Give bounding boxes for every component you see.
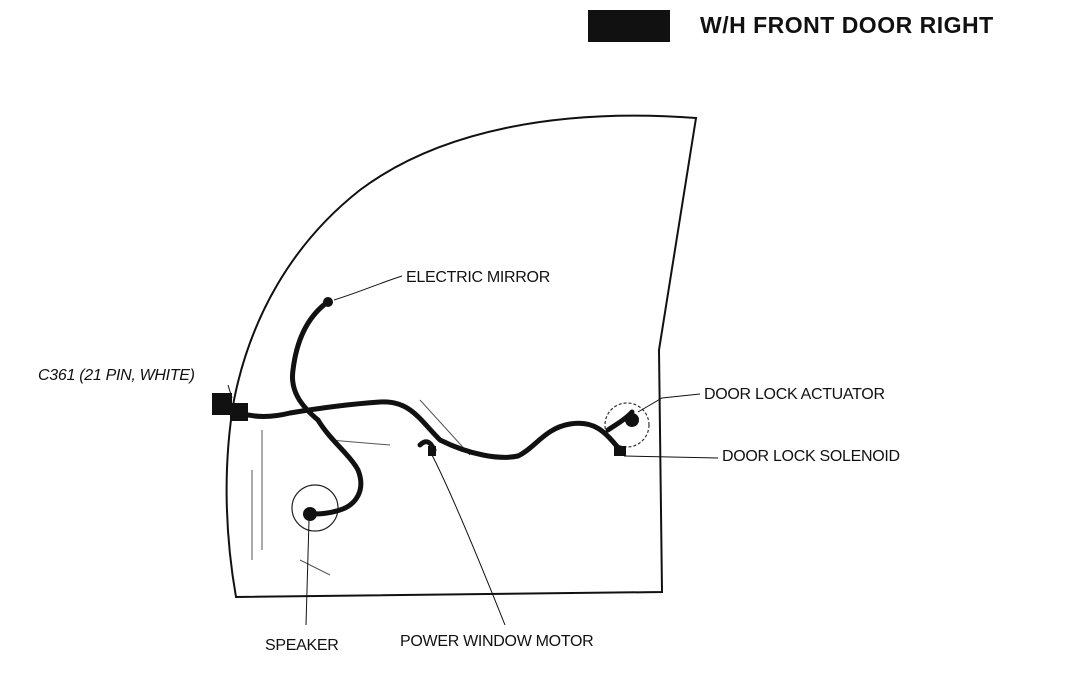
door-lock-solenoid-node — [614, 446, 626, 456]
door-panel-outline — [225, 114, 698, 599]
electric-mirror-node — [323, 297, 333, 307]
label-power-window-motor: POWER WINDOW MOTOR — [400, 633, 593, 650]
leader-connector — [227, 384, 233, 399]
power-window-motor-node — [428, 446, 436, 456]
wire-harness — [229, 301, 635, 517]
label-door-lock-solenoid: DOOR LOCK SOLENOID — [722, 448, 900, 465]
leader-door-lock-solenoid — [623, 455, 719, 459]
leader-electric-mirror — [333, 275, 403, 301]
label-electric-mirror: ELECTRIC MIRROR — [406, 269, 550, 286]
door-lock-actuator-node — [625, 413, 639, 427]
page-title: W/H FRONT DOOR RIGHT — [700, 12, 994, 38]
leader-speaker — [305, 519, 310, 626]
speaker-node — [303, 507, 317, 521]
label-connector-c361: C361 (21 PIN, WHITE) — [38, 367, 195, 384]
speaker-circle — [291, 484, 339, 532]
leader-lines — [227, 275, 719, 626]
door-lock-actuator-circle — [604, 402, 650, 448]
label-door-lock-actuator: DOOR LOCK ACTUATOR — [704, 386, 885, 403]
connector-c361 — [212, 393, 248, 421]
label-speaker: SPEAKER — [265, 637, 339, 654]
leader-power-window-motor — [431, 454, 506, 626]
leader-door-lock-actuator — [637, 393, 701, 413]
component-nodes — [303, 297, 639, 521]
panel-details — [251, 399, 471, 576]
title-marker-block — [588, 10, 670, 42]
